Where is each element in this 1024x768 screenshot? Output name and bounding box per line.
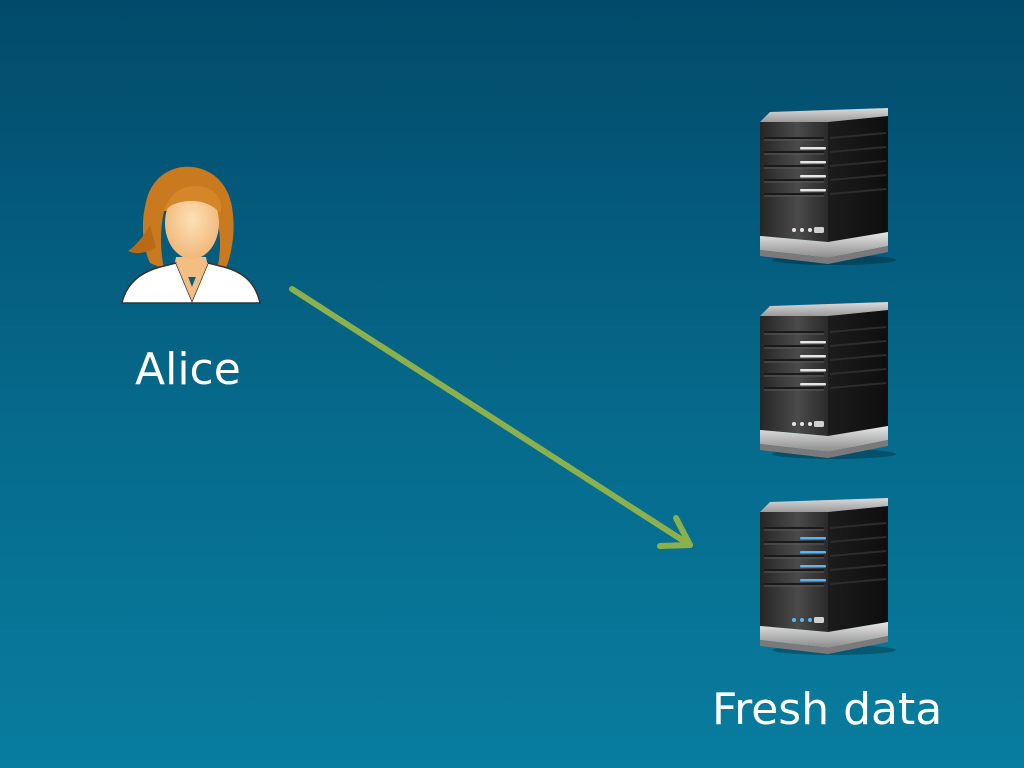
person-face	[165, 187, 219, 259]
user-label: Alice	[135, 344, 241, 395]
fresh-data-label: Fresh data	[712, 684, 943, 735]
server-icon	[760, 302, 896, 459]
server-icon-fresh	[760, 498, 896, 655]
request-arrow	[289, 286, 693, 549]
person-icon	[121, 166, 261, 304]
servers-layer	[760, 108, 896, 655]
server-icon	[760, 108, 896, 265]
